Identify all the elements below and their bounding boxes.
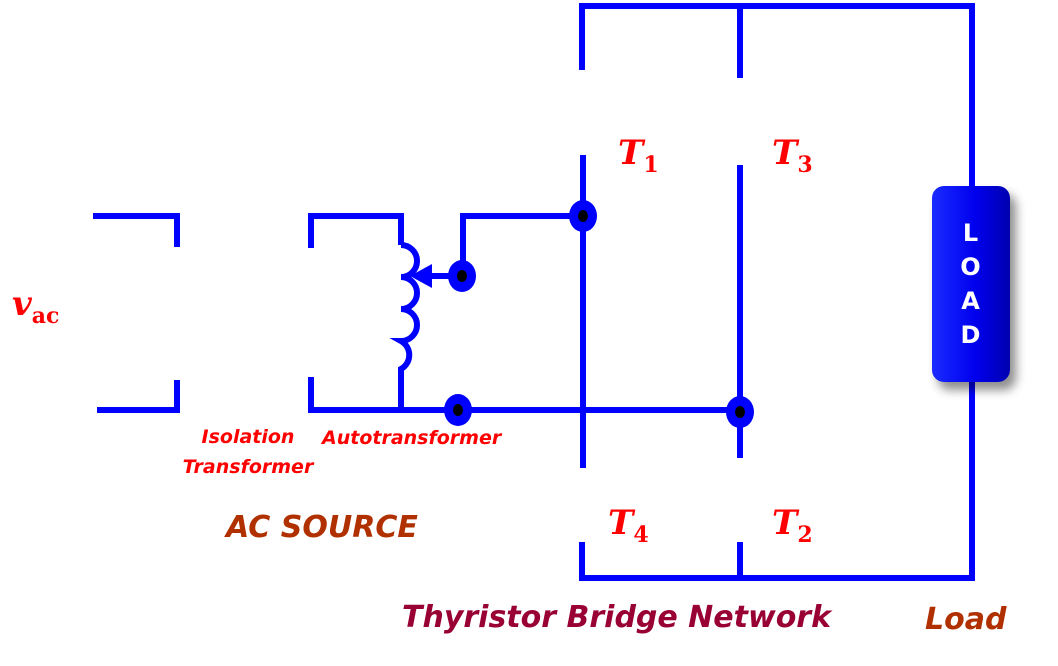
autotransformer-coil bbox=[389, 242, 420, 410]
junction-node-tap bbox=[448, 260, 476, 292]
source-voltage-symbol: v bbox=[12, 284, 32, 324]
thyristor-t4-label: T4 bbox=[608, 503, 649, 548]
source-voltage-label: vac bbox=[12, 284, 59, 329]
bridge-label: Thyristor Bridge Network bbox=[402, 600, 832, 635]
autotransformer-tap-arrowhead bbox=[410, 264, 432, 288]
thyristor-t2-label: T2 bbox=[772, 503, 813, 548]
junction-node-bridge-right bbox=[726, 396, 754, 428]
isolation-transformer-label: Isolation Transformer bbox=[182, 426, 314, 478]
autotransformer-label: Autotransformer bbox=[322, 427, 502, 449]
junction-node-bridge-top-left bbox=[569, 200, 597, 232]
isolation-primary-bottom bbox=[97, 380, 180, 413]
load-block: L O A D bbox=[932, 186, 1010, 382]
isolation-secondary-top bbox=[308, 213, 404, 248]
isolation-primary-top bbox=[93, 213, 180, 247]
isolation-secondary-bottom bbox=[308, 377, 401, 413]
load-section-label: Load bbox=[925, 602, 1007, 637]
tap-to-bridge-wire bbox=[460, 213, 583, 276]
thyristor-t3-label: T3 bbox=[772, 133, 813, 178]
junction-node-return bbox=[444, 394, 472, 426]
ac-source-label: AC SOURCE bbox=[226, 510, 418, 545]
load-letter: A bbox=[961, 287, 981, 315]
bridge-bottom-rail bbox=[579, 382, 975, 581]
bridge-top-rail bbox=[579, 3, 975, 188]
load-letter: O bbox=[960, 253, 982, 281]
thyristor-t1-label: T1 bbox=[618, 133, 659, 178]
load-letter: L bbox=[962, 219, 980, 247]
load-letter: D bbox=[960, 321, 982, 349]
source-voltage-subscript: ac bbox=[31, 303, 60, 329]
